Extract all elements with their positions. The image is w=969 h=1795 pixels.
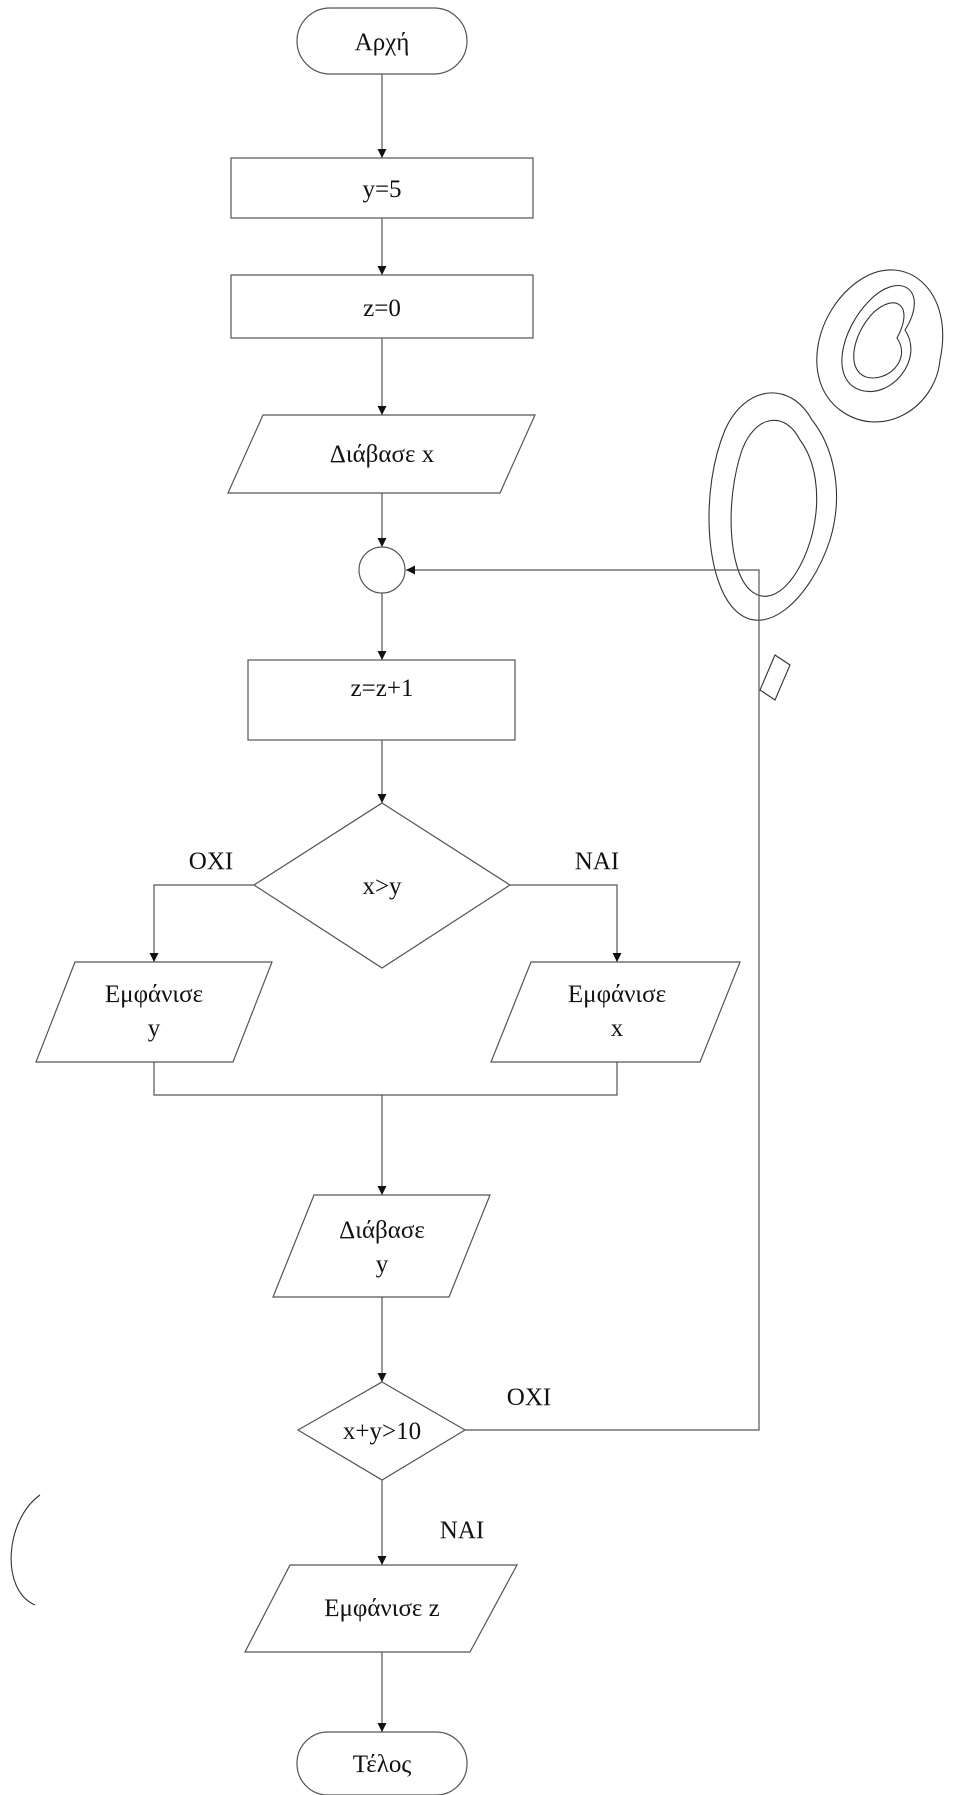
input-read-x: Διάβασε x bbox=[227, 414, 536, 494]
process-assign-z: z=0 bbox=[230, 274, 534, 339]
process-increment-z: z=z+1 bbox=[247, 659, 516, 741]
end-label: Τέλος bbox=[353, 1751, 412, 1778]
loop-junction bbox=[358, 546, 406, 594]
decision-x-greater-y: x>y bbox=[252, 802, 512, 969]
output-show-y-line2: y bbox=[148, 1015, 161, 1042]
decision-sum-greater-10: x+y>10 bbox=[296, 1381, 467, 1481]
process-increment-z-label: z=z+1 bbox=[351, 675, 414, 702]
input-read-x-label: Διάβασε x bbox=[330, 441, 435, 468]
output-show-y-line1: Εμφάνισε bbox=[105, 981, 203, 1008]
connectors bbox=[149, 74, 760, 1732]
end-terminal: Τέλος bbox=[296, 1731, 468, 1795]
decision1-no-label: ΟΧΙ bbox=[189, 848, 233, 875]
input-read-y: Διάβασε y bbox=[272, 1194, 491, 1298]
merge-line bbox=[153, 1062, 618, 1096]
watermark-09 bbox=[10, 269, 944, 1606]
process-assign-y: y=5 bbox=[230, 157, 534, 219]
output-show-x-line2: x bbox=[611, 1015, 624, 1042]
input-read-y-line2: y bbox=[376, 1251, 389, 1278]
output-show-z-label: Εμφάνισε z bbox=[324, 1595, 440, 1622]
decision1-yes-label: ΝΑΙ bbox=[575, 848, 619, 875]
process-assign-y-label: y=5 bbox=[362, 176, 401, 203]
arrow-condition1-yes bbox=[510, 884, 622, 962]
input-read-y-line1: Διάβασε bbox=[339, 1217, 425, 1244]
start-terminal: Αρχή bbox=[296, 7, 468, 75]
decision2-yes-label: ΝΑΙ bbox=[440, 1517, 484, 1544]
arrow-condition1-no bbox=[149, 884, 254, 962]
start-label: Αρχή bbox=[355, 29, 410, 56]
decision2-no-label: ΟΧΙ bbox=[507, 1384, 551, 1411]
output-show-x: Εμφάνισε x bbox=[490, 961, 741, 1063]
output-show-z: Εμφάνισε z bbox=[244, 1564, 519, 1653]
output-show-y: Εμφάνισε y bbox=[35, 961, 273, 1063]
decision-sum-greater-10-label: x+y>10 bbox=[343, 1418, 421, 1445]
output-show-x-line1: Εμφάνισε bbox=[568, 981, 666, 1008]
decision-x-greater-y-label: x>y bbox=[362, 873, 402, 900]
arrow-condition2-no-loop bbox=[406, 565, 760, 1431]
process-assign-z-label: z=0 bbox=[363, 295, 401, 322]
